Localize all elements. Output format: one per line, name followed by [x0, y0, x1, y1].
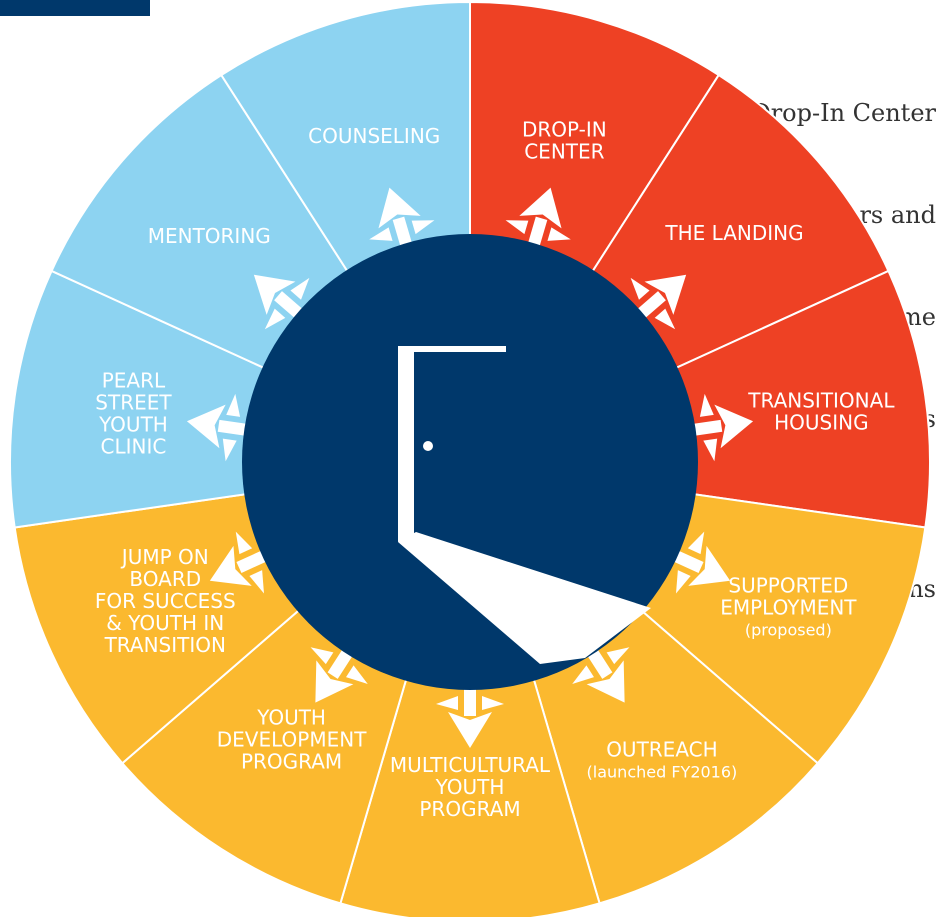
- label-line: JUMP ON: [120, 545, 209, 569]
- center-hub: [242, 234, 698, 690]
- label-line: MENTORING: [148, 224, 271, 248]
- label-outreach: OUTREACH(launched FY2016): [587, 738, 738, 782]
- open-door-icon: [398, 346, 651, 664]
- label-subtitle: (proposed): [745, 620, 832, 639]
- heading-bar-fragment: [0, 0, 150, 16]
- label-line: CENTER: [524, 140, 604, 164]
- label-line: STREET: [95, 391, 172, 415]
- label-line: EMPLOYMENT: [720, 595, 857, 619]
- label-line: BOARD: [129, 567, 201, 591]
- center-circle: [242, 234, 698, 690]
- label-line: TRANSITIONAL: [747, 388, 895, 412]
- label-line: YOUTH: [256, 706, 326, 730]
- door-light-beam: [398, 532, 651, 664]
- door-frame: [398, 346, 506, 542]
- label-line: CLINIC: [101, 435, 167, 459]
- label-line: PROGRAM: [241, 750, 342, 774]
- label-mentoring: MENTORING: [148, 224, 271, 248]
- label-line: OUTREACH: [606, 738, 717, 762]
- label-line: DEVELOPMENT: [217, 728, 367, 752]
- label-line: & YOUTH IN: [106, 611, 224, 635]
- door-knob: [423, 441, 433, 451]
- label-line: PEARL: [102, 369, 166, 393]
- label-line: SUPPORTED: [728, 573, 848, 597]
- label-line: MULTICULTURAL: [390, 753, 551, 777]
- label-line: YOUTH: [435, 775, 505, 799]
- label-the-landing: THE LANDING: [664, 221, 803, 245]
- label-line: FOR SUCCESS: [95, 589, 236, 613]
- label-line: COUNSELING: [308, 124, 440, 148]
- label-line: THE LANDING: [664, 221, 803, 245]
- label-line: YOUTH: [98, 413, 168, 437]
- label-counseling: COUNSELING: [308, 124, 440, 148]
- label-line: DROP-IN: [522, 118, 607, 142]
- label-line: PROGRAM: [419, 797, 520, 821]
- label-line: TRANSITION: [104, 633, 226, 657]
- label-subtitle: (launched FY2016): [587, 763, 738, 782]
- label-line: HOUSING: [774, 410, 868, 434]
